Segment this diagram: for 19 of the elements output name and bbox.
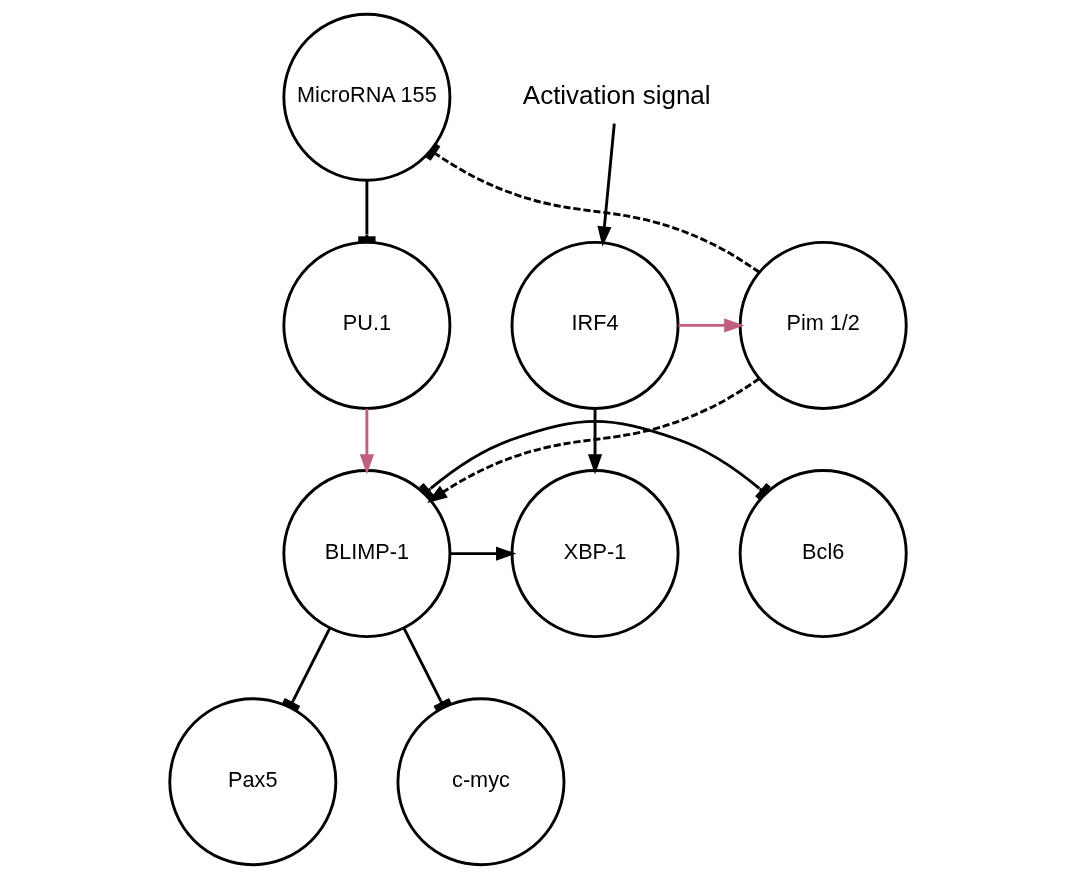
node-circle: BLIMP-1 xyxy=(282,469,452,639)
node-circle: Pim 1/2 xyxy=(738,240,908,410)
connector xyxy=(402,627,452,712)
node-circle: PU.1 xyxy=(282,240,452,410)
arrow xyxy=(678,318,745,333)
node-circle: Bcl6 xyxy=(738,469,908,639)
connector xyxy=(419,420,771,500)
node-circle: MicroRNA 155 xyxy=(282,12,452,182)
arrow xyxy=(359,408,374,475)
arrow xyxy=(427,377,761,503)
node-circle: XBP-1 xyxy=(510,469,680,639)
arrow xyxy=(450,546,517,561)
connector xyxy=(358,180,376,243)
arrow xyxy=(587,408,603,475)
connector xyxy=(425,143,761,274)
node-text: Activation signal xyxy=(522,79,711,110)
arrow xyxy=(597,123,616,247)
node-circle: IRF4 xyxy=(510,240,680,410)
connector xyxy=(282,627,332,712)
